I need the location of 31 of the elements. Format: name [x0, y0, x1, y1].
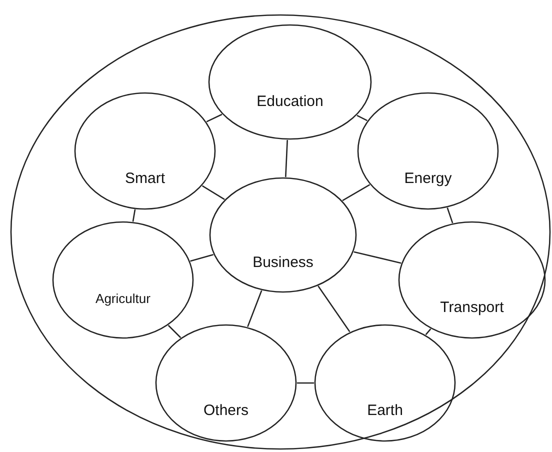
node-ellipse: [398, 221, 546, 339]
connector-line: [168, 324, 182, 338]
connector-line: [342, 184, 370, 202]
node-label: Agricultur: [94, 292, 152, 305]
node-ellipse: [52, 221, 194, 339]
node-ellipse: [74, 92, 216, 210]
connector-line: [297, 382, 314, 384]
connector-line: [318, 286, 350, 332]
connector-line: [206, 114, 222, 122]
node-label: Smart: [124, 171, 166, 186]
connector-line: [285, 140, 288, 178]
connector-line: [446, 208, 454, 224]
node-label: Education: [256, 94, 324, 109]
connector-line: [247, 290, 262, 328]
connector-line: [354, 251, 402, 264]
node-ellipse: [208, 24, 372, 140]
node-ellipse: [357, 92, 499, 210]
node-label: Others: [202, 403, 250, 418]
node-label: Earth: [366, 403, 404, 418]
node-label: Transport: [439, 300, 505, 315]
node-label: Business: [252, 255, 314, 270]
node-label: Energy: [403, 171, 453, 186]
node-ellipse: [155, 324, 297, 442]
connector-line: [425, 328, 432, 336]
node-ellipse: [314, 324, 456, 442]
connector-line: [190, 254, 214, 262]
connector-line: [132, 209, 136, 222]
connector-line: [202, 185, 225, 200]
node-ellipse: [209, 177, 357, 293]
outer-ellipse: [10, 14, 551, 450]
connector-line: [356, 114, 368, 122]
